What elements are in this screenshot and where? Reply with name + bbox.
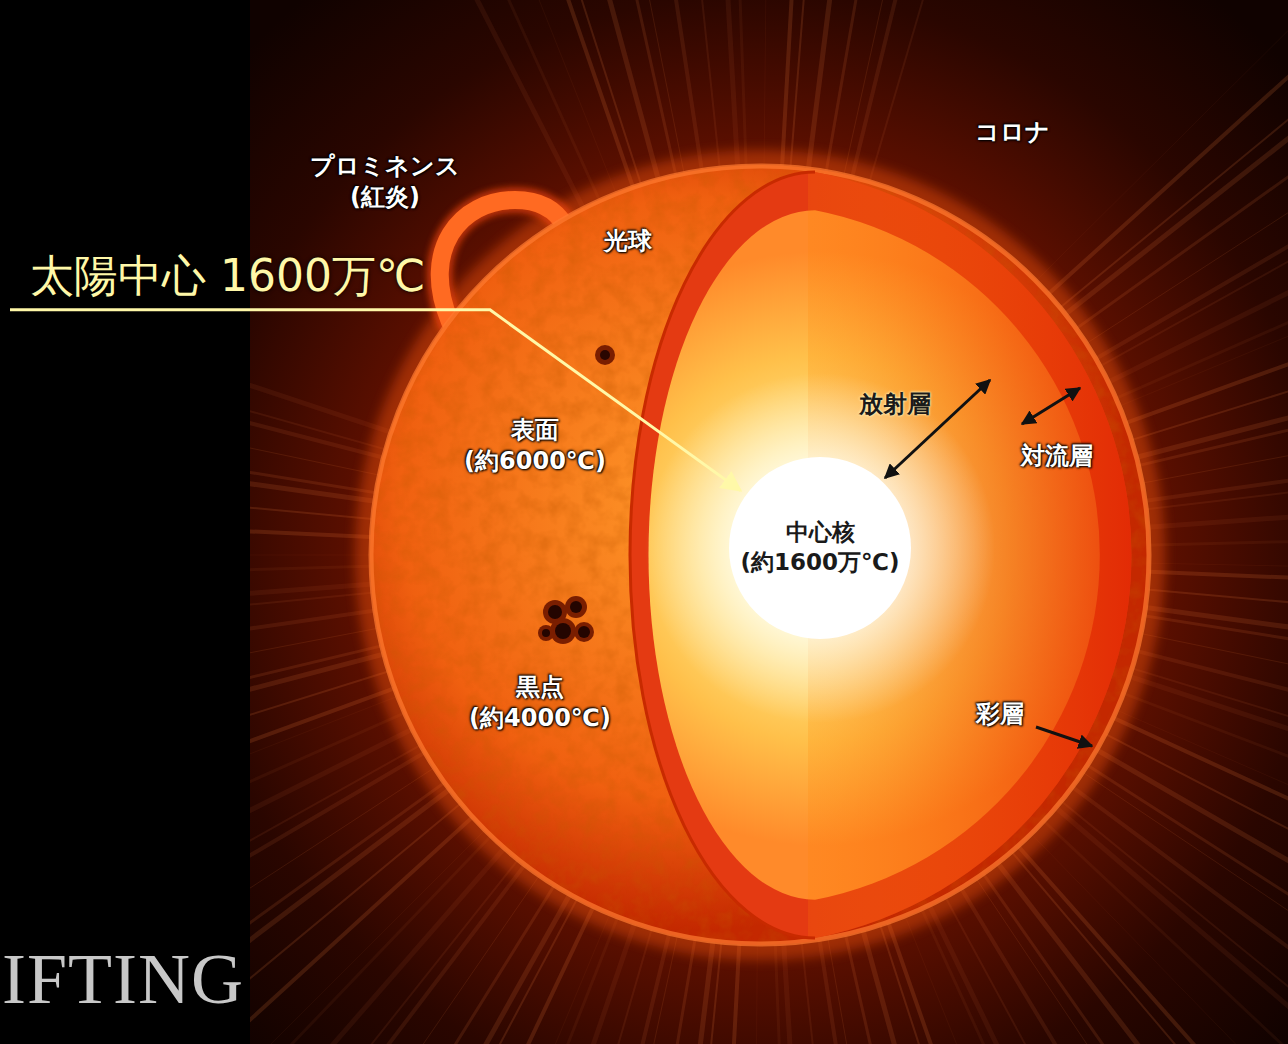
corona-rays	[250, 0, 1288, 1044]
sunspot	[555, 623, 571, 639]
sunspot	[548, 605, 562, 619]
sunspot	[600, 350, 610, 360]
sunspot-penumbra	[565, 596, 587, 618]
prominence-label: プロミネンス (紅炎)	[298, 151, 473, 213]
convection-zone-label: 対流層	[1021, 441, 1093, 472]
sunspot-penumbra	[574, 622, 594, 642]
surface-label: 表面 (約6000℃)	[455, 415, 615, 477]
sunspot-penumbra	[595, 345, 615, 365]
radiative-zone-label: 放射層	[859, 389, 931, 420]
callout-label: 太陽中心 1600万℃	[10, 250, 429, 311]
sunspot	[542, 629, 550, 637]
convection-zone-arrow	[1022, 388, 1080, 424]
sunspot	[578, 626, 590, 638]
core-outline	[728, 456, 912, 640]
core-disk	[729, 457, 911, 639]
corona-label: コロナ	[975, 117, 1050, 148]
photosphere-label: 光球	[604, 226, 652, 257]
core-glow	[645, 373, 995, 723]
watermark: IFTING	[2, 940, 244, 1019]
sunspot	[570, 601, 582, 613]
sunspot-label: 黒点 (約4000℃)	[460, 672, 620, 734]
leader-arrow	[10, 310, 741, 491]
core-circle: 中心核 (約1600万℃)	[728, 456, 912, 640]
core-text: 中心核 (約1600万℃)	[735, 518, 905, 578]
chromosphere-label: 彩層	[976, 699, 1024, 730]
sunspot-penumbra	[550, 618, 576, 644]
sunspot-penumbra	[538, 625, 554, 641]
space-glow	[250, 0, 1288, 1044]
chromosphere-arrow	[1036, 727, 1092, 746]
callout-text: 太陽中心 1600万℃	[30, 250, 425, 303]
